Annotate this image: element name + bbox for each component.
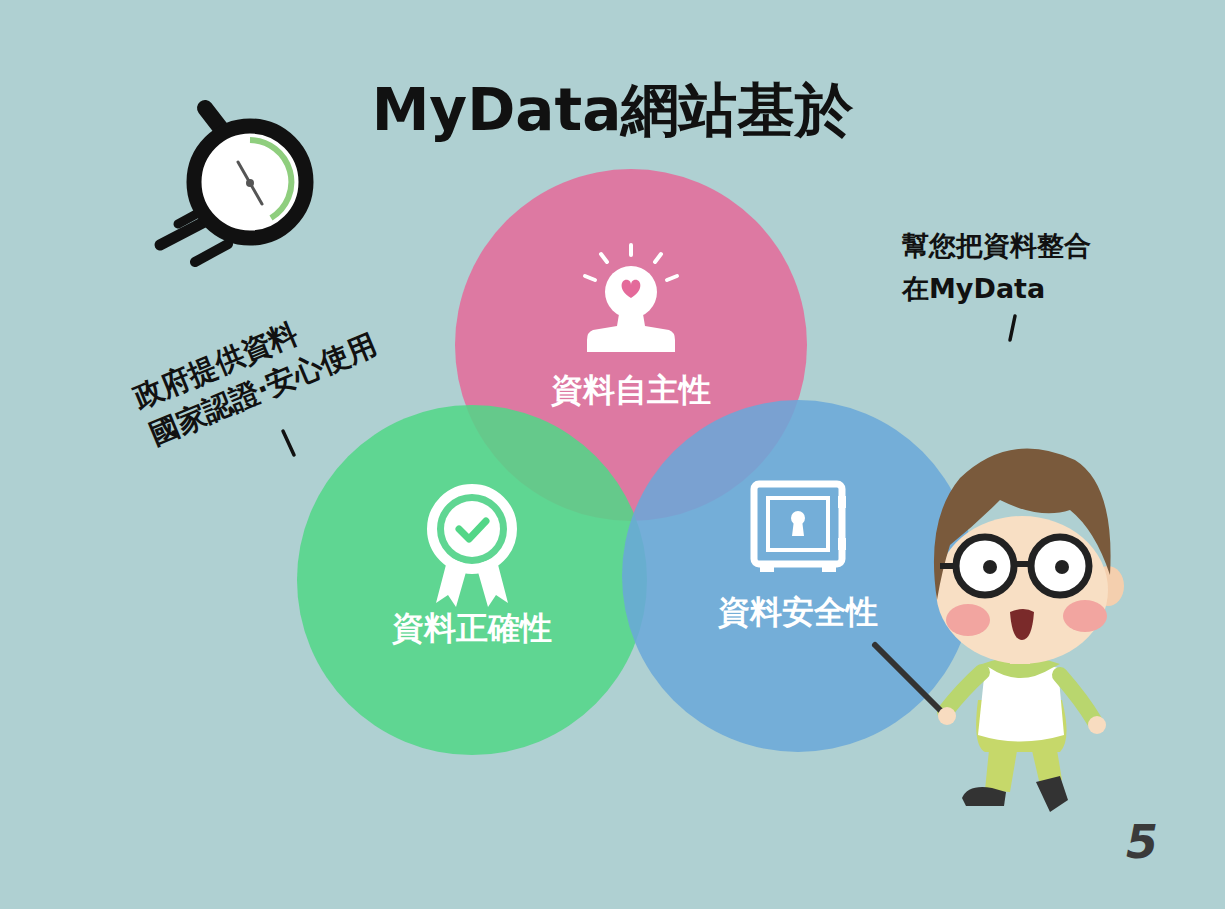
page-number: 5 xyxy=(1126,812,1186,872)
speech-mark xyxy=(1010,316,1015,340)
cartoon-boy xyxy=(875,448,1124,812)
speech-mark xyxy=(283,431,294,455)
venn-circle: 資料正確性 xyxy=(297,405,647,755)
callout-text: 幫您把資料整合 在MyData xyxy=(902,224,1142,310)
circle-shape xyxy=(622,400,974,752)
circle-icon xyxy=(585,245,677,352)
label-wrap: 幫您把資料整合 在MyData xyxy=(902,224,1142,310)
stopwatch-icon xyxy=(160,108,306,262)
circle-shape xyxy=(455,169,807,521)
circle-label: 資料自主性 xyxy=(455,368,807,412)
label-wrap: 5 xyxy=(1126,812,1186,872)
circle-icon xyxy=(754,484,846,572)
title: MyData網站基於 xyxy=(372,76,854,144)
title-wrap: MyData網站基於 xyxy=(0,70,1225,150)
callout-text: 政府提供資料 國家認證‧安心使用 xyxy=(128,265,436,454)
circle-label: 資料正確性 xyxy=(297,606,647,650)
label-wrap: 政府提供資料 國家認證‧安心使用 xyxy=(128,265,436,454)
circle-shape xyxy=(297,405,647,755)
venn-circle: 資料安全性 xyxy=(622,400,974,752)
circle-icon xyxy=(432,489,512,607)
circle-label: 資料安全性 xyxy=(622,590,974,634)
venn-circle: 資料自主性 xyxy=(455,169,807,521)
